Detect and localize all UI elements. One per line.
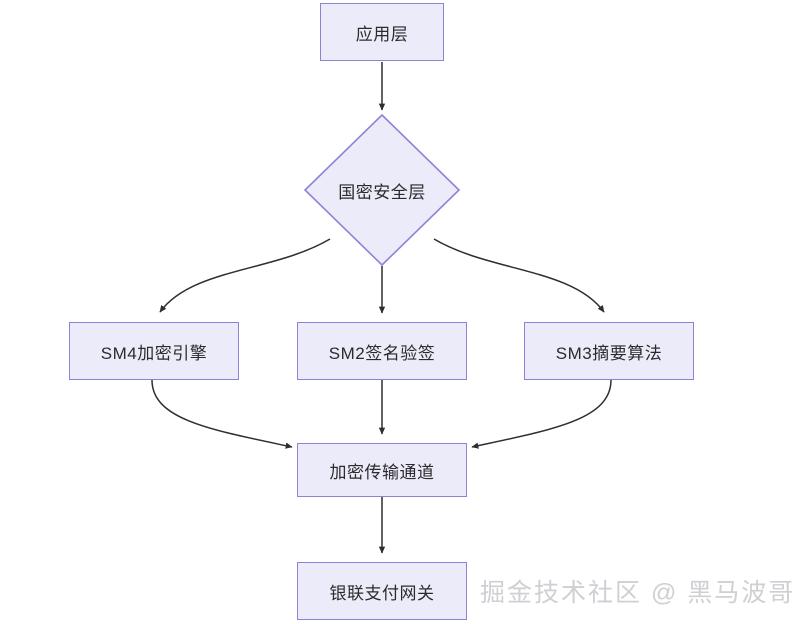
node-label-sm4-engine: SM4加密引擎 bbox=[100, 343, 208, 363]
node-sm4-engine[interactable]: SM4加密引擎 bbox=[69, 322, 239, 380]
edge-sm3-to-channel bbox=[471, 379, 612, 449]
edge-sec-to-sm3 bbox=[433, 238, 605, 313]
node-label-unionpay-gateway: 银联支付网关 bbox=[329, 583, 435, 603]
node-encrypted-channel[interactable]: 加密传输通道 bbox=[297, 443, 467, 497]
edge-sec-to-sm4 bbox=[159, 238, 331, 313]
node-label-sm3-digest: SM3摘要算法 bbox=[555, 343, 663, 363]
node-sm3-digest[interactable]: SM3摘要算法 bbox=[524, 322, 694, 380]
edge-sm4-to-channel bbox=[151, 379, 293, 449]
node-application-layer[interactable]: 应用层 bbox=[320, 3, 444, 61]
node-label-encrypted-channel: 加密传输通道 bbox=[329, 462, 435, 482]
node-label-crypto-security-layer: 国密安全层 bbox=[338, 182, 426, 202]
node-unionpay-gateway[interactable]: 银联支付网关 bbox=[297, 562, 467, 620]
node-crypto-security-layer[interactable]: 国密安全层 bbox=[303, 113, 461, 267]
diamond-shape bbox=[303, 113, 461, 267]
node-label-application-layer: 应用层 bbox=[355, 24, 409, 44]
node-sm2-signature[interactable]: SM2签名验签 bbox=[297, 322, 467, 380]
watermark-text: 掘金技术社区 @ 黑马波哥 bbox=[480, 579, 796, 607]
node-label-sm2-signature: SM2签名验签 bbox=[328, 343, 436, 363]
